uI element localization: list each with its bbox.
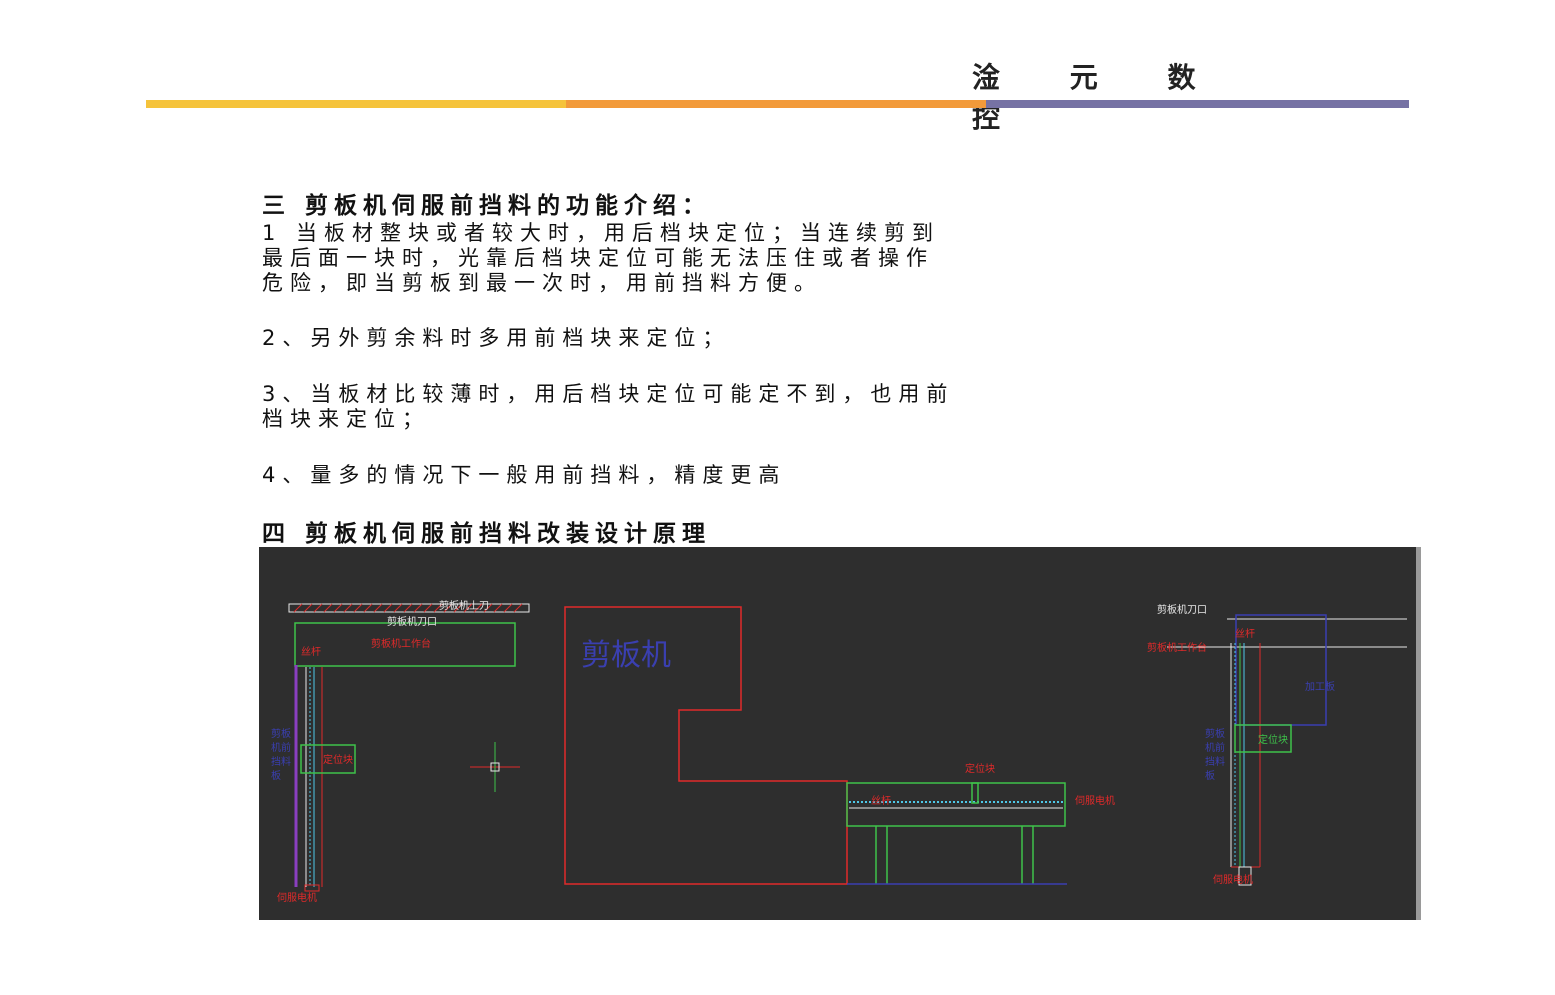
right-side-plate-label: 剪板 (1205, 727, 1225, 740)
right-side-plate-label: 机前 (1205, 741, 1225, 754)
left-servo-box (304, 884, 320, 892)
paragraph-line: 3、当板材比较薄时，用后档块定位可能定不到，也用前 (262, 382, 955, 406)
cad-scrollbar (1416, 547, 1421, 920)
paragraph-line: 1 当板材整块或者较大时，用后档块定位；当连续剪到 (262, 221, 941, 245)
middle-locator-block (971, 782, 979, 804)
section4-title: 四 剪板机伺服前挡料改装设计原理 (262, 521, 712, 547)
left-worktable-label: 剪板机工作台 (371, 637, 431, 650)
right-blade-edge-label: 剪板机刀口 (1157, 603, 1207, 616)
header-rule-purple (986, 100, 1409, 108)
left-blade-edge-label: 剪板机刀口 (387, 615, 437, 628)
right-locator-label: 定位块 (1258, 733, 1288, 746)
left-side-plate-label: 机前 (271, 741, 291, 754)
left-locator-label: 定位块 (323, 753, 353, 766)
cad-canvas: 剪板机上刀 剪板机刀口 剪板机工作台 丝杆 定位块 剪板 机前 挡料 板 伺服电… (271, 599, 1407, 904)
header-rule-orange (566, 100, 986, 108)
paragraph-line: 档块来定位； (262, 407, 430, 431)
right-servo-box (1238, 866, 1252, 886)
middle-view: 剪板机 定位块 丝杆 伺服电机 (564, 606, 1115, 885)
brand-title: 淦 元 数 控 (972, 61, 1226, 134)
right-side-plate-label: 板 (1205, 769, 1215, 782)
right-screw-label: 丝杆 (1235, 628, 1255, 640)
left-locator-block (300, 744, 356, 774)
right-workpiece-label: 加工板 (1305, 680, 1335, 693)
left-worktable (294, 622, 516, 667)
left-side-plate-label: 板 (271, 769, 281, 782)
middle-front-table (846, 782, 1066, 827)
right-servo-label: 伺服电机 (1213, 873, 1253, 886)
shear-machine-label: 剪板机 (581, 638, 671, 673)
left-upper-blade-label: 剪板机上刀 (439, 599, 489, 612)
left-servo-label: 伺服电机 (277, 891, 317, 904)
header-rule-yellow (146, 100, 566, 108)
middle-screw-label: 丝杆 (871, 795, 891, 807)
left-screw-label: 丝杆 (301, 646, 321, 658)
right-side-plate-label: 挡料 (1205, 755, 1225, 768)
left-side-plate-label: 挡料 (271, 755, 291, 768)
shear-machine-outline (564, 606, 848, 885)
right-worktable-label: 剪板机工作台 (1147, 641, 1207, 654)
upper-blade-hatch (293, 603, 523, 613)
middle-servo-label: 伺服电机 (1075, 794, 1115, 807)
paragraph-line: 最后面一块时，光靠后档块定位可能无法压住或者操作 (262, 246, 934, 270)
cad-crosshair-icon (470, 742, 520, 792)
section3-paragraph-2: 2、另外剪余料时多用前档块来定位； (262, 326, 731, 350)
section3-title: 三 剪板机伺服前挡料的功能介绍： (262, 193, 712, 219)
upper-blade-hatch-frame (288, 603, 530, 613)
paragraph-line: 危险，即当剪板到最一次时，用前挡料方便。 (262, 271, 822, 295)
cad-drawing: 剪板机上刀 剪板机刀口 剪板机工作台 丝杆 定位块 剪板 机前 挡料 板 伺服电… (259, 547, 1416, 920)
left-view: 剪板机上刀 剪板机刀口 剪板机工作台 丝杆 定位块 剪板 机前 挡料 板 伺服电… (271, 599, 530, 904)
section3-paragraph-3: 3、当板材比较薄时，用后档块定位可能定不到，也用前 档块来定位； (262, 382, 954, 432)
right-locator-block (1234, 724, 1292, 753)
section3-paragraph-4: 4、量多的情况下一般用前挡料，精度更高 (262, 463, 787, 487)
middle-locator-label: 定位块 (965, 762, 995, 775)
left-side-plate-label: 剪板 (271, 727, 291, 740)
section3-paragraph-1: 1 当板材整块或者较大时，用后档块定位；当连续剪到 最后面一块时，光靠后档块定位… (262, 221, 940, 296)
right-view: 剪板机刀口 丝杆 剪板机工作台 加工板 定位块 剪板 机前 挡料 板 伺服电机 (1147, 603, 1407, 886)
